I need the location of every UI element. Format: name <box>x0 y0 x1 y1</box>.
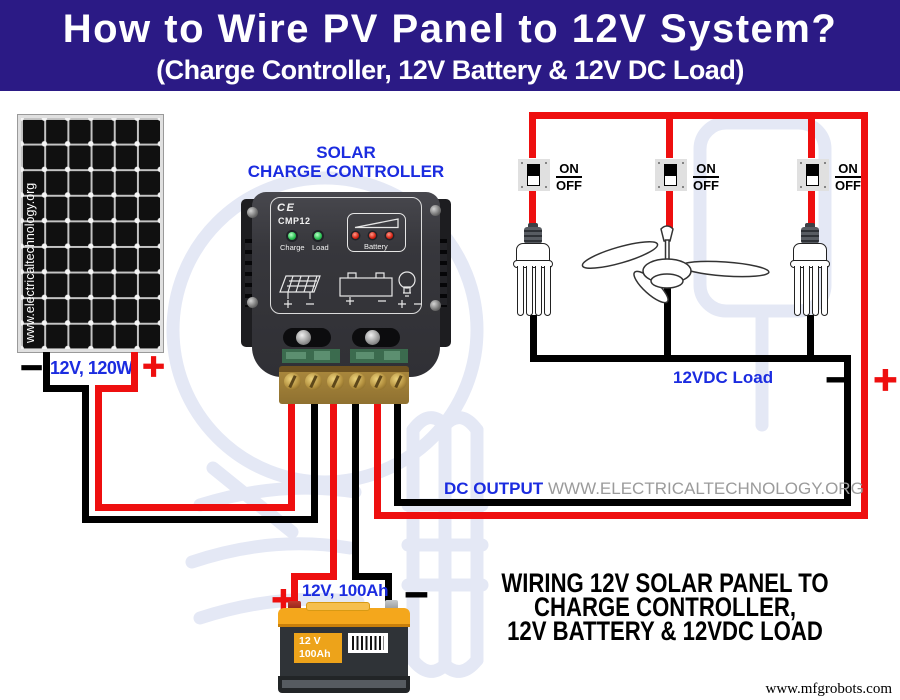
battery-led <box>386 232 393 239</box>
battery-led <box>369 232 376 239</box>
controller-face-outline <box>270 197 422 314</box>
solar-panel: www.electricaltechnology.org <box>17 114 164 353</box>
wire-switch2-feed <box>666 112 673 158</box>
controller-pcb <box>350 349 408 363</box>
panel-rating-label: 12V, 120W <box>50 358 133 378</box>
terminal-screw <box>284 373 301 390</box>
terminal-screw <box>327 373 344 390</box>
battery-barcode <box>348 633 388 653</box>
wire-load-positive <box>529 112 868 119</box>
wire-switch2-out <box>666 190 673 230</box>
wire-switch1-feed <box>529 112 536 158</box>
controller-screw <box>430 300 441 311</box>
wire-panel-positive <box>288 400 295 511</box>
controller-screw <box>247 297 258 308</box>
page-subtitle: (Charge Controller, 12V Battery & 12V DC… <box>156 55 744 85</box>
wire-load-positive <box>374 400 381 519</box>
wire-panel-negative <box>311 400 318 523</box>
ce-mark: CE <box>277 202 296 214</box>
wire-panel-positive <box>95 504 295 511</box>
wire-load-negative <box>394 400 401 506</box>
wire-panel-negative <box>43 352 50 392</box>
wire-panel-negative <box>82 516 318 523</box>
load-positive-sign: + <box>871 360 900 398</box>
controller-icons <box>279 271 422 308</box>
terminal-screw <box>305 373 322 390</box>
battery-base-strip <box>282 680 406 688</box>
wire-panel-positive <box>131 352 138 392</box>
wire-bulb2-return <box>807 315 814 362</box>
cfl-bulb-1 <box>511 223 555 318</box>
wire-panel-positive <box>95 385 138 392</box>
terminal-screw <box>390 373 407 390</box>
controller-terminal-block <box>279 366 409 404</box>
controller-heading-line1: SOLAR <box>316 143 376 162</box>
caption-text: WIRING 12V SOLAR PANEL TO CHARGE CONTROL… <box>501 568 829 646</box>
load-switch-2[interactable] <box>655 159 687 191</box>
wire-load-positive <box>861 112 868 519</box>
controller-screw <box>430 205 441 216</box>
wire-load-negative <box>844 355 851 506</box>
wire-fan-return <box>664 282 671 362</box>
wire-panel-negative <box>82 385 89 523</box>
terminal-screw <box>370 373 387 390</box>
battery-led <box>352 232 359 239</box>
dc-output-label: DC OUTPUT <box>444 479 544 498</box>
load-led-label: Load <box>312 243 329 252</box>
cfl-bulb-2 <box>788 223 832 318</box>
page-title: How to Wire PV Panel to 12V System? <box>62 7 838 51</box>
wire-battery-negative <box>352 573 392 580</box>
website-watermark-text: WWW.ELECTRICALTECHNOLOGY.ORG <box>548 479 864 498</box>
wire-battery-negative <box>352 400 359 580</box>
title-banner: How to Wire PV Panel to 12V System? (Cha… <box>0 0 900 91</box>
controller-fuse-holder <box>352 328 400 347</box>
battery-handle <box>306 602 370 611</box>
battery-negative-sign: − <box>402 575 431 613</box>
footer-site: www.mfgrobots.com <box>765 681 892 697</box>
battery-indicator-triangle <box>354 218 399 229</box>
wire-bulb1-return <box>530 315 537 362</box>
battery-indicator-box <box>347 213 406 252</box>
panel-negative-sign: − <box>18 350 45 385</box>
ceiling-fan <box>581 225 770 304</box>
wire-battery-positive <box>291 573 298 603</box>
load-negative-sign: − <box>823 360 852 398</box>
wire-switch1-out <box>529 190 536 228</box>
wire-battery-positive <box>330 400 337 580</box>
controller-model: CMP12 <box>278 216 311 226</box>
wire-panel-negative <box>43 385 89 392</box>
solar-panel-watermark-text: www.electricaltechnology.org <box>23 182 37 343</box>
charge-led-label: Charge <box>280 243 305 252</box>
terminal-screw <box>349 373 366 390</box>
controller-fuse-holder <box>283 328 331 347</box>
load-label: 12VDC Load <box>673 368 774 387</box>
solar-panel-cells <box>21 118 160 349</box>
panel-positive-sign: + <box>140 349 167 384</box>
wire-battery-positive <box>295 573 337 580</box>
wire-panel-positive <box>95 385 102 511</box>
wire-battery-negative <box>385 573 392 602</box>
wire-switch3-out <box>808 190 815 228</box>
wire-load-positive <box>374 512 868 519</box>
load-led <box>314 232 322 240</box>
battery-rating-label: 12V, 100Ah <box>302 581 389 600</box>
charge-led <box>288 232 296 240</box>
controller-pcb <box>282 349 340 363</box>
load-switch-1[interactable] <box>518 159 550 191</box>
wire-load-negative <box>533 355 851 362</box>
controller-heading-line2: CHARGE CONTROLLER <box>247 162 445 181</box>
controller-screw <box>247 207 258 218</box>
battery-indicator-label: Battery <box>364 242 388 251</box>
wire-load-negative <box>394 499 851 506</box>
wire-switch3-feed <box>808 112 815 158</box>
load-switch-3[interactable] <box>797 159 829 191</box>
battery-top <box>278 608 410 627</box>
